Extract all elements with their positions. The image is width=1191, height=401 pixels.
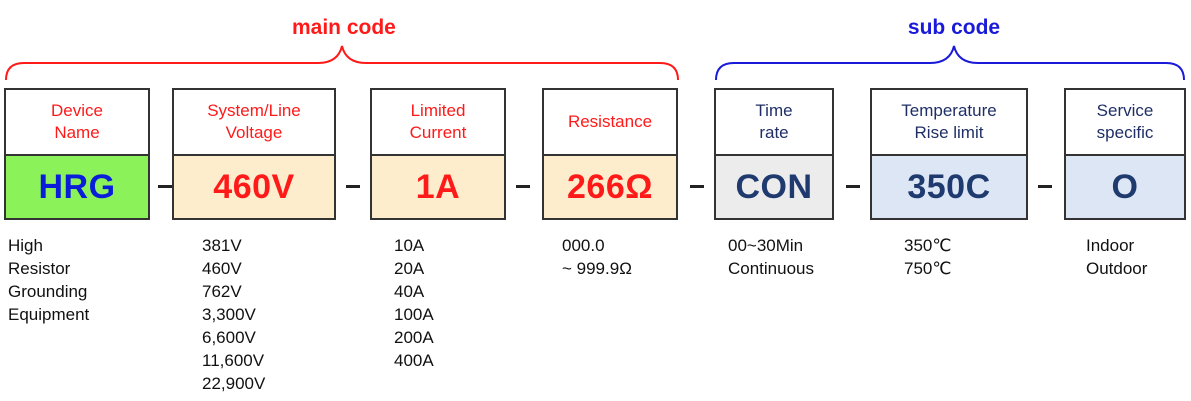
- group-brackets: [5, 45, 1185, 81]
- temperature-block: Temperature Rise limit 350C: [870, 88, 1028, 220]
- header-line: Time: [755, 101, 793, 120]
- header-line: rate: [759, 123, 789, 142]
- option-item: 460V: [202, 259, 242, 278]
- current-header: Limited Current: [370, 88, 506, 154]
- option-item: ~ 999.9Ω: [562, 259, 632, 278]
- header-line: Voltage: [225, 123, 283, 142]
- sub-code-bracket: [715, 45, 1185, 81]
- option-item: 11,600V: [202, 351, 265, 370]
- option-item: Indoor: [1086, 236, 1135, 255]
- header-line: System/Line: [207, 101, 301, 120]
- option-item: 000.0: [562, 236, 605, 255]
- device-name-header: Device Name: [4, 88, 150, 154]
- option-item: 22,900V: [202, 374, 266, 393]
- option-item: Continuous: [728, 259, 815, 278]
- option-item: 100A: [394, 305, 434, 324]
- time-rate-block: Time rate CON: [714, 88, 834, 220]
- header-line: Limited: [410, 101, 466, 120]
- option-item: 00~30Min: [728, 236, 804, 255]
- option-item: 40A: [394, 282, 425, 301]
- option-item: 350℃: [904, 236, 952, 255]
- service-options: Indoor Outdoor: [1086, 234, 1147, 280]
- voltage-header: System/Line Voltage: [172, 88, 336, 154]
- header-line: Name: [54, 123, 100, 142]
- service-header: Service specific: [1064, 88, 1186, 154]
- device-name-options: High Resistor Grounding Equipment: [8, 234, 89, 326]
- voltage-code: 460V: [172, 154, 336, 220]
- option-item: Outdoor: [1086, 259, 1148, 278]
- resistance-block: Resistance 266Ω: [542, 88, 678, 220]
- temperature-code: 350C: [870, 154, 1028, 220]
- service-block: Service specific O: [1064, 88, 1186, 220]
- option-item: 20A: [394, 259, 425, 278]
- resistance-options: 000.0 ~ 999.9Ω: [562, 234, 632, 280]
- current-block: Limited Current 1A: [370, 88, 506, 220]
- time-rate-header: Time rate: [714, 88, 834, 154]
- header-line: Service: [1096, 101, 1154, 120]
- header-line: Rise limit: [914, 123, 984, 142]
- option-item: Resistor: [8, 259, 71, 278]
- service-code: O: [1064, 154, 1186, 220]
- time-rate-options: 00~30Min Continuous: [728, 234, 814, 280]
- option-item: 381V: [202, 236, 242, 255]
- option-item: Grounding: [8, 282, 88, 301]
- option-item: Equipment: [8, 305, 90, 324]
- separator-dash: [1038, 185, 1052, 188]
- voltage-options: 381V 460V 762V 3,300V 6,600V 11,600V 22,…: [202, 234, 265, 395]
- header-line: Resistance: [567, 112, 653, 131]
- sub-code-label: sub code: [907, 16, 1001, 39]
- option-item: 3,300V: [202, 305, 256, 324]
- header-line: Temperature: [901, 101, 997, 120]
- header-line: specific: [1096, 123, 1154, 142]
- option-item: High: [8, 236, 43, 255]
- option-item: 750℃: [904, 259, 952, 278]
- separator-dash: [846, 185, 860, 188]
- temperature-options: 350℃ 750℃: [904, 234, 951, 280]
- separator-dash: [516, 185, 530, 188]
- separator-dash: [158, 185, 172, 188]
- separator-dash: [690, 185, 704, 188]
- option-item: 10A: [394, 236, 425, 255]
- device-name-code: HRG: [4, 154, 150, 220]
- temperature-header: Temperature Rise limit: [870, 88, 1028, 154]
- header-line: Device: [51, 101, 103, 120]
- time-rate-code: CON: [714, 154, 834, 220]
- option-item: 400A: [394, 351, 434, 370]
- current-code: 1A: [370, 154, 506, 220]
- current-options: 10A 20A 40A 100A 200A 400A: [394, 234, 434, 372]
- resistance-code: 266Ω: [542, 154, 678, 220]
- main-code-bracket: [5, 45, 679, 81]
- device-name-block: Device Name HRG: [4, 88, 150, 220]
- resistance-header: Resistance: [542, 88, 678, 154]
- separator-dash: [346, 185, 360, 188]
- header-line: Current: [409, 123, 467, 142]
- main-code-label: main code: [292, 16, 396, 39]
- voltage-block: System/Line Voltage 460V: [172, 88, 336, 220]
- option-item: 6,600V: [202, 328, 256, 347]
- option-item: 762V: [202, 282, 242, 301]
- option-item: 200A: [394, 328, 434, 347]
